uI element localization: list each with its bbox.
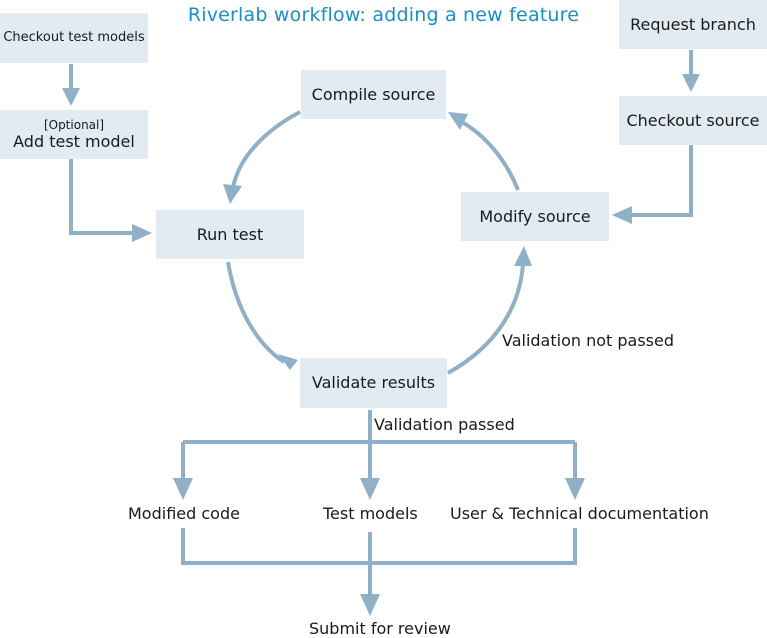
node-request-branch: Request branch [619,0,767,49]
arrowhead [514,246,532,266]
arrowhead [360,478,380,500]
arrow-add-to-run [69,159,136,235]
node-label: Modify source [479,206,591,226]
arrowhead [223,184,242,204]
output-test-models: Test models [323,504,418,523]
optional-note: [Optional] [43,117,105,132]
node-validate-results: Validate results [300,358,447,408]
label-validation-passed: Validation passed [374,415,515,434]
node-checkout-test-models: Checkout test models [0,13,148,63]
node-modify-source: Modify source [461,192,609,241]
arrowhead [448,112,468,130]
arrow-compile-to-run [231,110,301,189]
arrowhead [612,206,632,224]
node-label: Validate results [311,373,436,393]
node-label: Checkout source [626,110,760,130]
arrowhead [682,74,700,92]
node-label: Checkout test models [3,30,145,46]
node-label: Compile source [311,84,436,104]
node-add-test-model: [Optional] Add test model [0,110,148,159]
arrow-checkout-to-modify [628,145,693,217]
output-submit-for-review: Submit for review [309,619,451,638]
node-label: Request branch [630,14,756,34]
arrowhead [565,478,585,500]
arrow-validate-to-modify [447,263,525,375]
arrowhead [278,354,298,370]
output-documentation: User & Technical documentation [450,504,709,523]
node-checkout-source: Checkout source [619,96,767,145]
arrowhead [360,594,380,616]
output-modified-code: Modified code [128,504,240,523]
node-run-test: Run test [156,210,304,259]
diagram-title: Riverlab workflow: adding a new feature [187,4,580,26]
node-label: Run test [196,224,264,244]
arrowhead [62,88,80,106]
arrowhead [173,478,193,500]
arrow-run-to-validate [226,261,286,364]
arrowhead [132,224,152,242]
label-validation-not-passed: Validation not passed [502,331,675,350]
arrow-modify-to-compile [460,120,520,191]
merge-left [181,528,577,565]
node-label: Add test model [13,132,135,152]
node-compile-source: Compile source [301,70,446,119]
